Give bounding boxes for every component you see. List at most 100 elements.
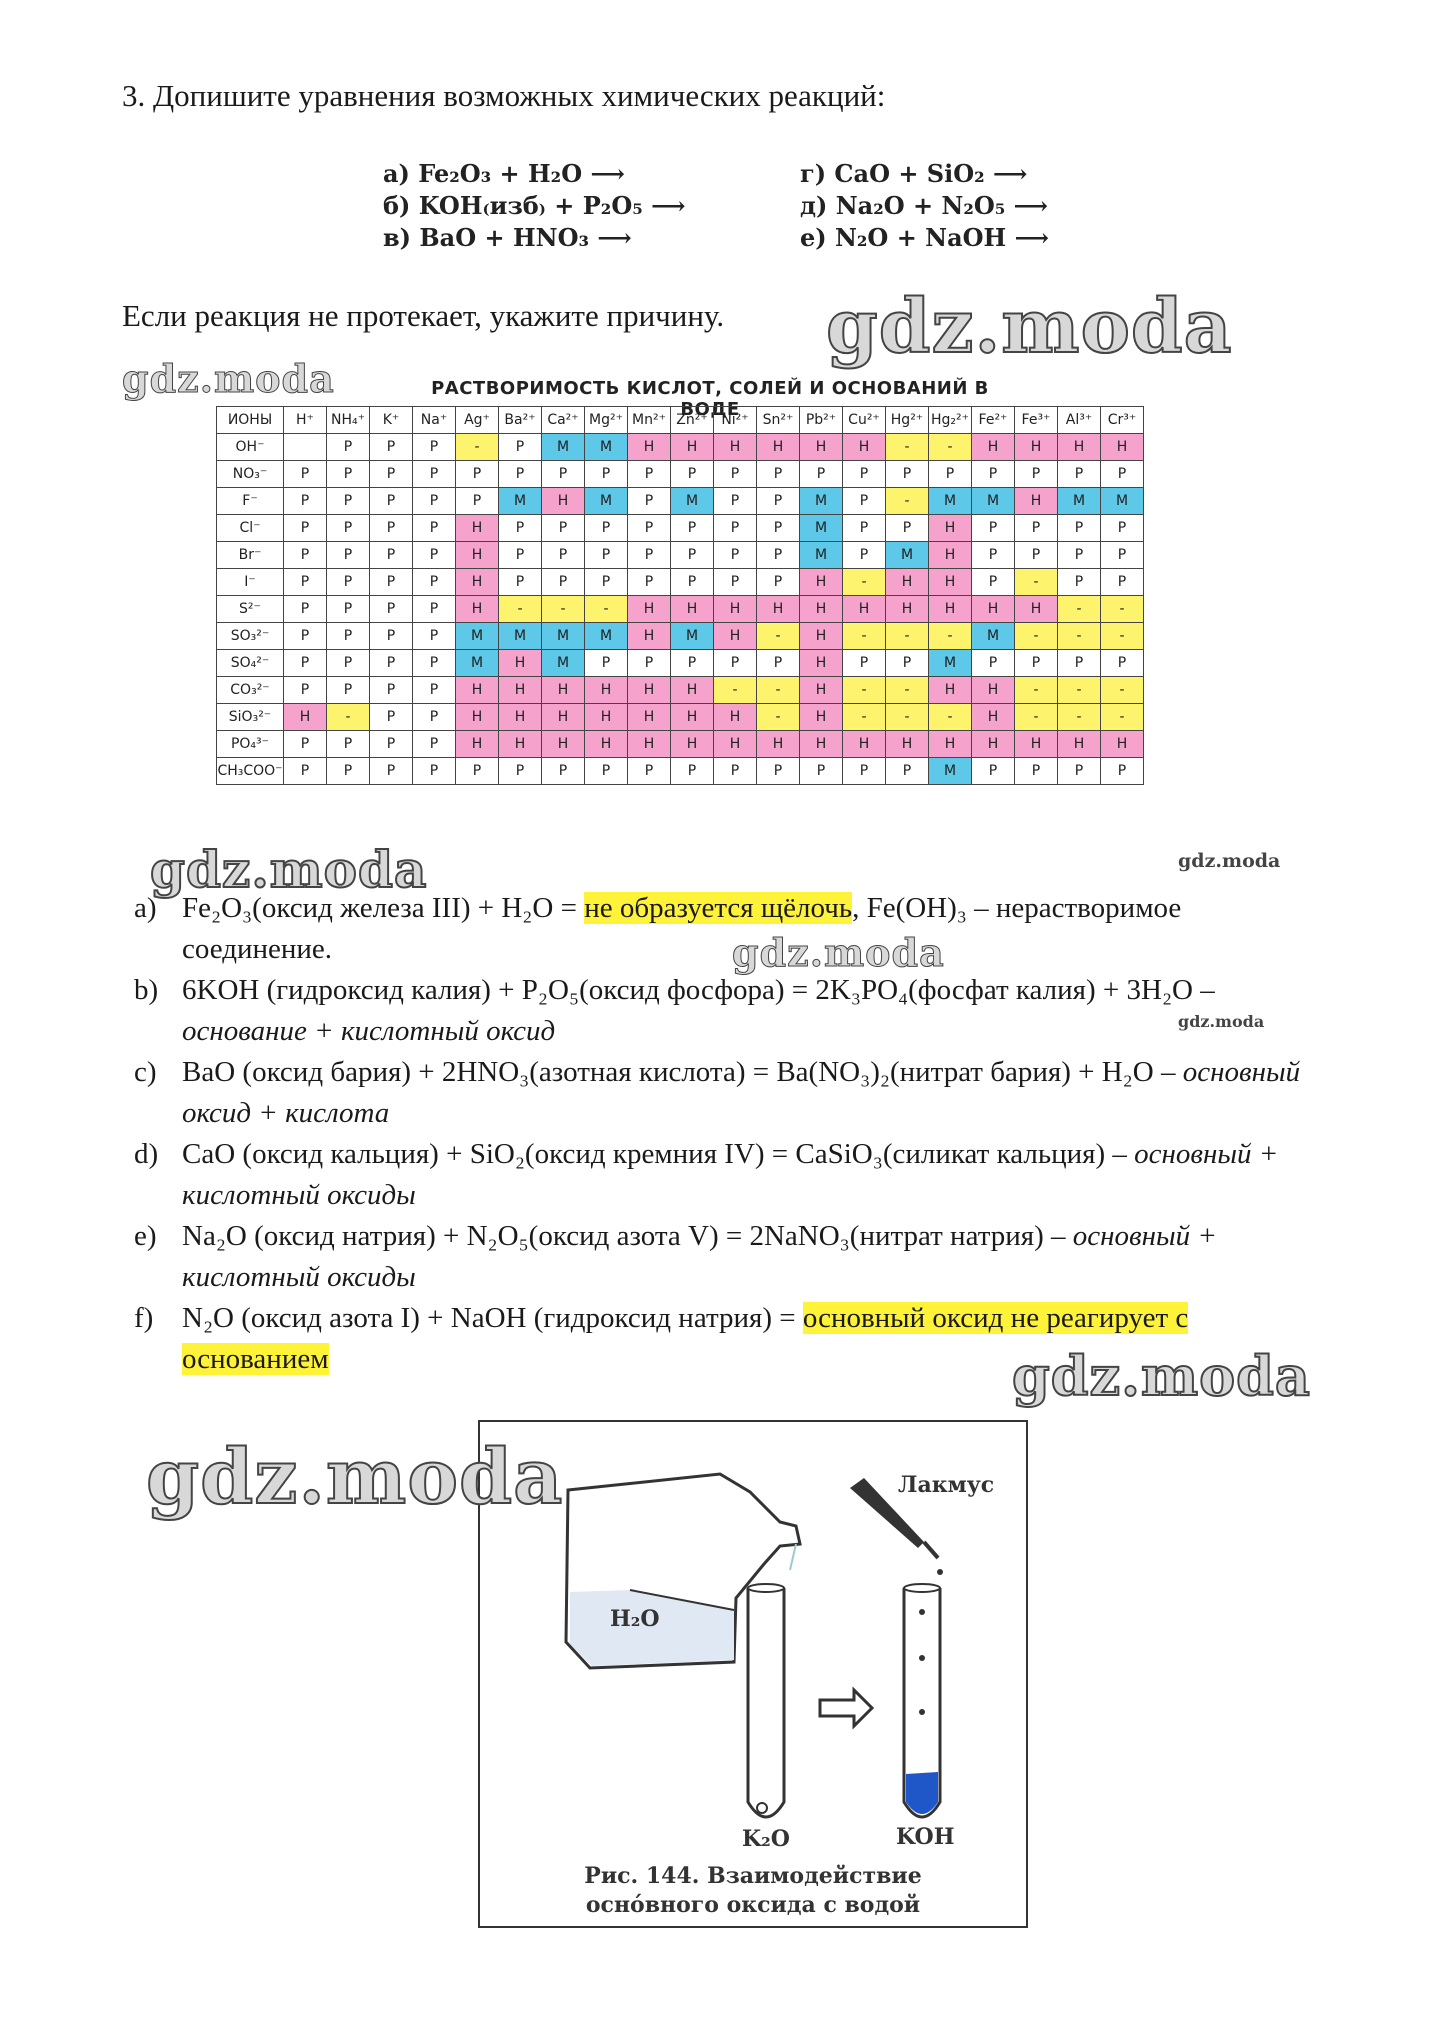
- solubility-cell: P: [326, 595, 370, 623]
- anion-header: SiO₃²⁻: [216, 703, 284, 731]
- answer-text: , Fe(OH)₃ – нерастворимое соединение.: [182, 892, 1182, 965]
- solubility-cell: -: [885, 433, 929, 461]
- solubility-cell: P: [885, 649, 929, 677]
- solubility-cell: P: [842, 541, 886, 569]
- solubility-cell: M: [670, 487, 714, 515]
- answer-text: BaO (оксид бария) + 2HNO₃(азотная кислот…: [182, 1056, 1183, 1088]
- solubility-cell: P: [369, 541, 413, 569]
- solubility-cell: P: [627, 460, 671, 488]
- solubility-cell: H: [842, 433, 886, 461]
- solubility-cell: P: [627, 649, 671, 677]
- solubility-cell: M: [799, 514, 843, 542]
- litmus-label: Лакмус: [898, 1472, 995, 1498]
- solubility-cell: P: [326, 568, 370, 596]
- solubility-cell: H: [584, 676, 628, 704]
- solubility-cell: P: [541, 514, 585, 542]
- solubility-cell: P: [799, 757, 843, 785]
- solubility-cell: P: [283, 757, 327, 785]
- koh-label: KOH: [896, 1824, 955, 1850]
- solubility-cell: H: [928, 730, 972, 758]
- solubility-cell: P: [885, 514, 929, 542]
- anion-header: F⁻: [216, 487, 284, 515]
- equations-right: г) CaO + SiO₂ ⟶ д) Na₂O + N₂O₅ ⟶ е) N₂O …: [800, 158, 1049, 254]
- solubility-cell: P: [412, 460, 456, 488]
- solubility-cell: P: [1100, 757, 1144, 785]
- solubility-cell: H: [627, 676, 671, 704]
- anion-header: CH₃COO⁻: [216, 757, 284, 785]
- solubility-cell: P: [369, 568, 413, 596]
- solubility-cell: P: [627, 487, 671, 515]
- solubility-cell: P: [283, 487, 327, 515]
- solubility-cell: M: [885, 541, 929, 569]
- solubility-cell: P: [713, 541, 757, 569]
- solubility-cell: H: [971, 730, 1015, 758]
- solubility-cell: P: [842, 649, 886, 677]
- solubility-cell: P: [1057, 757, 1101, 785]
- watermark: gdz.moda: [149, 839, 428, 900]
- anion-header: Br⁻: [216, 541, 284, 569]
- solubility-cell: P: [412, 514, 456, 542]
- solubility-cell: P: [1057, 514, 1101, 542]
- solubility-cell: P: [283, 622, 327, 650]
- solubility-cell: P: [283, 514, 327, 542]
- cation-header: K⁺: [369, 406, 413, 434]
- solubility-cell: H: [498, 703, 542, 731]
- cation-header: Na⁺: [412, 406, 456, 434]
- solubility-cell: P: [1057, 460, 1101, 488]
- solubility-cell: P: [412, 649, 456, 677]
- solubility-cell: P: [971, 541, 1015, 569]
- solubility-cell: P: [670, 541, 714, 569]
- solubility-cell: P: [326, 487, 370, 515]
- solubility-cell: P: [283, 595, 327, 623]
- solubility-cell: H: [1014, 595, 1058, 623]
- solubility-cell: H: [498, 649, 542, 677]
- solubility-cell: H: [842, 730, 886, 758]
- solubility-cell: P: [971, 757, 1015, 785]
- solubility-cell: H: [1057, 730, 1101, 758]
- anion-header: PO₄³⁻: [216, 730, 284, 758]
- solubility-cell: P: [584, 649, 628, 677]
- solubility-cell: -: [842, 703, 886, 731]
- solubility-cell: H: [1100, 433, 1144, 461]
- solubility-cell: M: [455, 649, 499, 677]
- cation-header: Ni²⁺: [713, 406, 757, 434]
- solubility-cell: P: [756, 649, 800, 677]
- solubility-cell: M: [498, 622, 542, 650]
- solubility-cell: M: [541, 649, 585, 677]
- solubility-cell: P: [498, 514, 542, 542]
- solubility-cell: M: [584, 487, 628, 515]
- anion-header: Cl⁻: [216, 514, 284, 542]
- highlighted-text: не образуется щёлочь: [584, 892, 853, 924]
- solubility-cell: M: [928, 757, 972, 785]
- solubility-cell: -: [1057, 676, 1101, 704]
- solubility-cell: H: [842, 595, 886, 623]
- solubility-cell: H: [799, 622, 843, 650]
- solubility-cell: H: [885, 568, 929, 596]
- answer-item: a)Fe₂O₃(оксид железа III) + H₂O = не обр…: [134, 888, 1334, 970]
- solubility-cell: P: [412, 541, 456, 569]
- solubility-cell: P: [326, 433, 370, 461]
- solubility-cell: H: [541, 487, 585, 515]
- cation-header: NH₄⁺: [326, 406, 370, 434]
- equation-b: б) KOH₍изб₎ + P₂O₅ ⟶: [383, 191, 686, 220]
- solubility-cell: P: [326, 541, 370, 569]
- equation-v: в) BaO + HNO₃ ⟶: [383, 223, 632, 252]
- solubility-cell: H: [713, 595, 757, 623]
- k2o-label: K₂O: [742, 1826, 790, 1852]
- cation-header: Pb²⁺: [799, 406, 843, 434]
- solubility-cell: H: [713, 703, 757, 731]
- solubility-cell: H: [971, 703, 1015, 731]
- solubility-cell: P: [670, 514, 714, 542]
- solubility-cell: H: [1014, 487, 1058, 515]
- instruction-note: Если реакция не протекает, укажите причи…: [122, 298, 725, 333]
- solubility-cell: H: [455, 595, 499, 623]
- equation-e: е) N₂O + NaOH ⟶: [800, 223, 1049, 252]
- cation-header: Ca²⁺: [541, 406, 585, 434]
- cation-header: Cr³⁺: [1100, 406, 1144, 434]
- solubility-cell: P: [1100, 541, 1144, 569]
- solubility-cell: -: [541, 595, 585, 623]
